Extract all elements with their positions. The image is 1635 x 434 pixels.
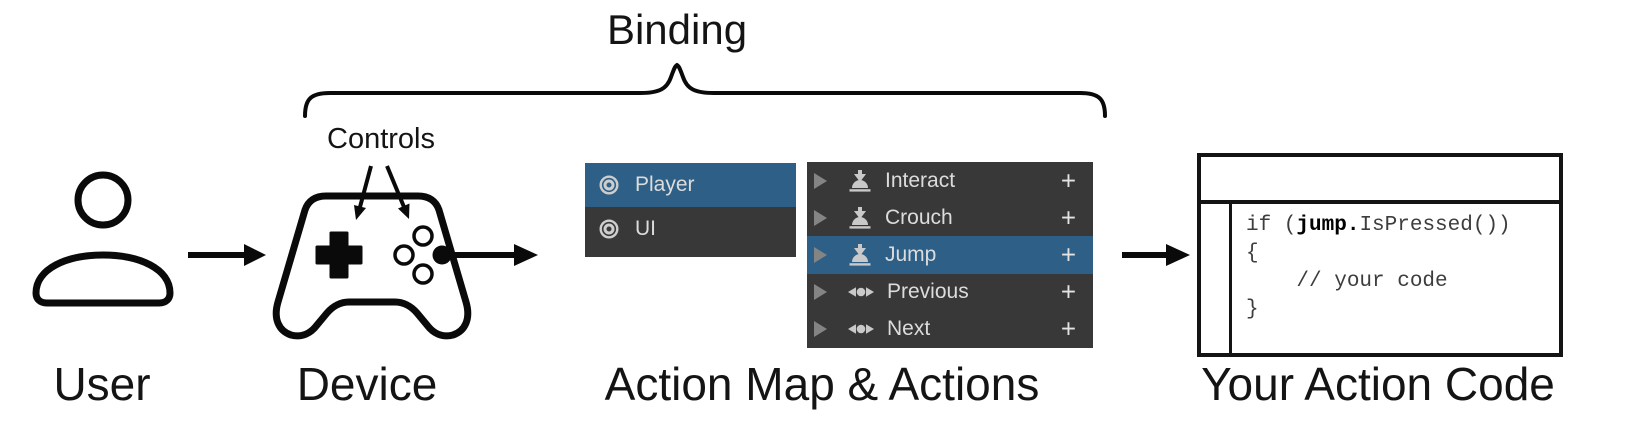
arrow-device-to-actionmap <box>446 244 538 266</box>
button-action-icon <box>849 206 871 229</box>
action-name: Interact <box>885 168 956 192</box>
action-map-name: UI <box>635 217 656 240</box>
button-action-icon <box>849 169 871 192</box>
binding-brace <box>303 62 1107 118</box>
code-gutter <box>1201 204 1232 353</box>
add-binding-button[interactable]: + <box>1060 239 1076 270</box>
gamepad-icon <box>272 192 472 340</box>
action-map-icon <box>599 219 619 239</box>
face-button-bottom <box>412 263 434 285</box>
action-row-crouch[interactable]: Crouch + <box>807 199 1093 236</box>
user-label: User <box>53 358 151 410</box>
foldout-triangle-icon[interactable] <box>814 321 827 338</box>
action-row-next[interactable]: Next + <box>807 311 1093 348</box>
binding-label: Binding <box>606 6 748 53</box>
controls-arrow-right <box>385 165 410 219</box>
action-map-actions-label: Action Map & Actions <box>604 358 1040 410</box>
jump-action-ref: jump. <box>1296 214 1360 237</box>
foldout-triangle-icon[interactable] <box>814 247 827 263</box>
gamepad-body <box>272 192 472 340</box>
code-line-4: } <box>1246 298 1259 321</box>
dpad-icon <box>315 231 363 279</box>
action-map-row-ui[interactable]: UI <box>585 207 796 251</box>
code-window-titlebar <box>1201 157 1559 204</box>
action-name: Crouch <box>885 205 953 229</box>
axis-action-icon <box>848 324 874 335</box>
foldout-triangle-icon[interactable] <box>814 209 827 226</box>
action-name: Jump <box>885 243 937 266</box>
action-row-previous[interactable]: Previous + <box>807 274 1093 311</box>
add-binding-button[interactable]: + <box>1060 165 1076 196</box>
controls-label: Controls <box>327 123 435 155</box>
controls-arrow-left <box>354 165 373 220</box>
action-name: Next <box>887 317 931 341</box>
face-button-right-filled <box>432 245 452 265</box>
code-line-3: // your code <box>1246 270 1448 293</box>
action-name: Previous <box>887 280 969 304</box>
add-binding-button[interactable]: + <box>1060 313 1076 344</box>
device-label: Device <box>296 358 438 410</box>
action-map-panel: Player UI <box>585 163 796 257</box>
face-button-top <box>412 225 434 247</box>
arrow-user-to-device <box>188 244 266 266</box>
foldout-triangle-icon[interactable] <box>814 284 827 301</box>
face-button-left <box>393 244 415 266</box>
code-line-2: { <box>1246 242 1259 265</box>
code-window: if (jump.IsPressed()) { // your code } <box>1197 153 1563 357</box>
add-binding-button[interactable]: + <box>1060 276 1076 307</box>
action-map-row-player[interactable]: Player <box>585 163 796 207</box>
actions-panel: Interact + Crouch + Jump + <box>807 162 1093 348</box>
code-snippet: if (jump.IsPressed()) { // your code } <box>1232 204 1511 353</box>
face-buttons <box>393 225 452 285</box>
code-line-1: if (jump.IsPressed()) <box>1246 214 1511 237</box>
action-map-name: Player <box>635 173 695 196</box>
button-action-icon <box>849 244 871 266</box>
your-action-code-label: Your Action Code <box>1201 358 1555 410</box>
user-icon <box>32 171 174 307</box>
action-row-interact[interactable]: Interact + <box>807 162 1093 199</box>
action-row-jump[interactable]: Jump + <box>807 236 1093 274</box>
action-map-icon <box>599 175 619 195</box>
arrow-actions-to-code <box>1122 244 1190 266</box>
add-binding-button[interactable]: + <box>1060 202 1076 233</box>
axis-action-icon <box>848 287 874 298</box>
foldout-triangle-icon[interactable] <box>814 172 827 189</box>
